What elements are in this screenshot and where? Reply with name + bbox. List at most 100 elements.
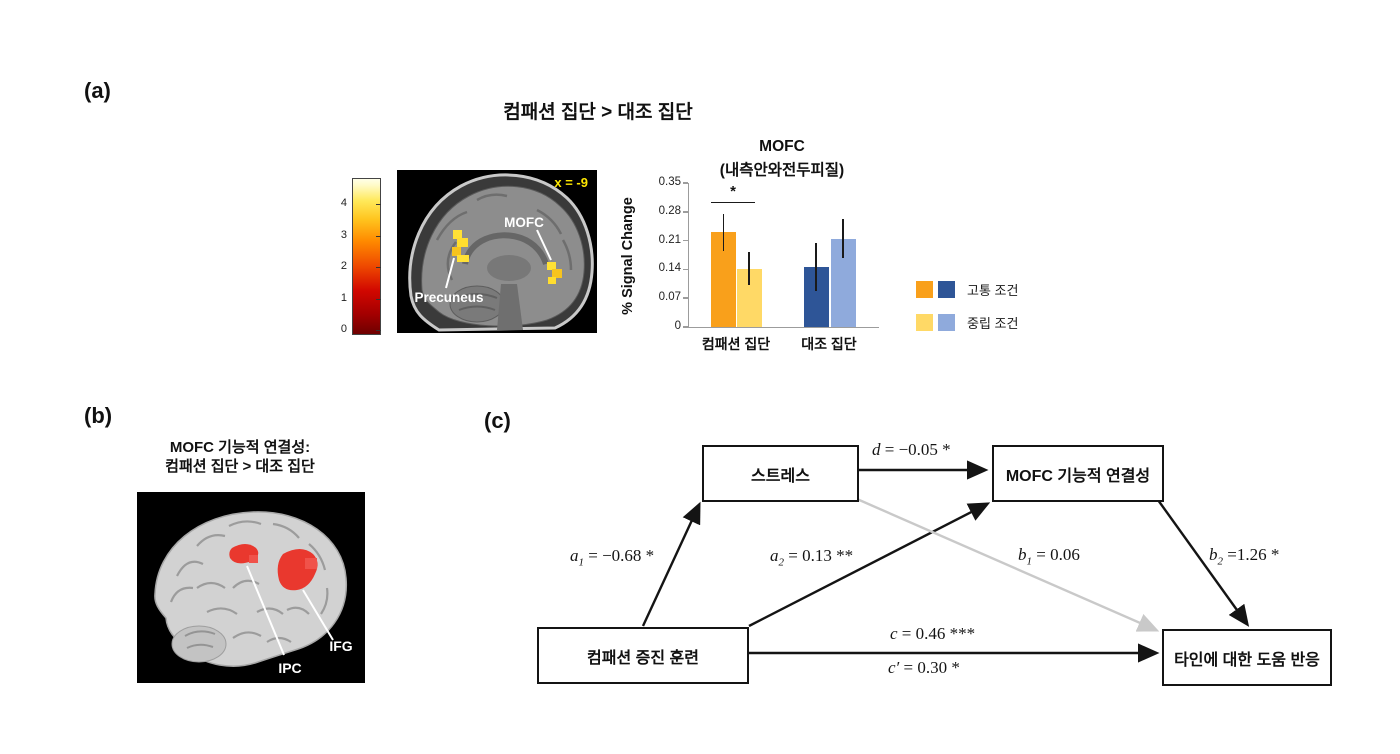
colorbar-tick-mark [376,298,381,300]
panel-c-label: (c) [484,408,511,433]
y-tick-label: 0.07 [658,291,681,304]
panel-b-title: MOFC 기능적 연결성: 컴패션 집단 > 대조 집단 [115,438,365,476]
path-d-value: = −0.05 * [880,440,951,459]
cerebellum-texture [184,630,216,649]
colorbar-tick-label: 2 [340,260,347,272]
path-b1-arrow [856,497,1160,632]
precuneus-region-label: Precuneus [414,290,483,305]
y-tick-mark [683,268,688,271]
chart-title-line1: MOFC [759,138,805,155]
y-tick-label: 0.14 [658,262,681,275]
category-label-compassion: 컴패션 집단 [701,336,771,352]
path-c-prime-value: = 0.30 * [899,658,960,677]
path-d-label: d = −0.05 * [872,440,951,462]
activation-colorbar: 4 3 2 1 0 [341,178,381,335]
chart-title-line2: (내측안와전두피질) [719,162,845,179]
y-tick-mark [683,297,688,299]
mofc-cluster [547,262,562,284]
box-compassion-training: 컴패션 증진 훈련 [537,627,749,684]
colorbar-tick-mark [376,235,381,237]
path-d-var: d [872,440,881,459]
path-b2-value: =1.26 * [1223,545,1280,564]
render-brain-image: IPC IFG [137,492,365,683]
mofc-region-label: MOFC [504,215,544,230]
ifg-region-label: IFG [329,638,352,654]
panel-b-title-line2: 컴패션 집단 > 대조 집단 [165,458,315,475]
colorbar-tick-mark [376,204,381,205]
path-c-label: c = 0.46 *** [890,624,975,646]
path-b2-label: b2 =1.26 * [1209,545,1279,567]
path-b2-var: b [1209,545,1218,564]
path-a2-label: a2 = 0.13 ** [770,546,853,568]
ifg-cluster [277,549,318,591]
error-bar [748,252,750,286]
y-tick-mark [683,182,688,184]
ipc-cluster [229,544,259,564]
error-bar [722,213,725,251]
panel-b-title-line1: MOFC 기능적 연결성: [169,439,311,456]
swatch-pain-control [938,281,955,298]
precuneus-pointer-line [445,257,455,289]
colorbar-tick-label: 3 [340,228,347,241]
legend-label-neutral: 중립 조건 [967,316,1019,331]
path-c-value: = 0.46 *** [897,624,976,643]
chart-legend: 고통 조건 중립 조건 [916,280,1018,346]
path-c-prime-var: c′ [888,658,900,677]
signal-change-chart: * 컴패션 집단 대조 집단 0 0.07 0.14 0.21 0.28 0.35 [659,176,879,352]
y-tick-mark [683,239,688,242]
y-tick-label: 0.35 [658,176,681,188]
path-b1-label: b1 = 0.06 [1018,545,1080,567]
path-a2-var: a [770,546,779,565]
mofc-pointer-line [536,229,552,261]
sulci-texture [169,520,329,643]
path-a1-value: = −0.68 * [584,546,655,565]
brainstem [497,284,523,330]
corpus-callosum [462,232,549,265]
swatch-pain-compassion [916,281,933,298]
y-tick-label: 0.28 [658,204,681,217]
path-a1-label: a1 = −0.68 * [570,546,654,568]
panel-b-label: (b) [84,403,113,428]
error-bar [842,219,844,258]
box-helping-response: 타인에 대한 도움 반응 [1162,629,1332,686]
panel-a-label: (a) [84,78,111,103]
significance-star: * [730,183,736,200]
ifg-pointer-line [302,589,334,641]
path-b1-value: = 0.06 [1032,545,1080,564]
legend-row-pain: 고통 조건 [916,280,1018,299]
y-tick-mark [683,211,688,213]
y-tick-mark [683,326,688,328]
y-tick-label: 0 [674,320,681,332]
cerebellum-texture [456,293,498,311]
path-b1-var: b [1018,545,1027,564]
path-a1-var: a [570,546,579,565]
colorbar-tick-label: 4 [340,197,347,209]
colorbar-tick-label: 0 [340,323,347,335]
colorbar-tick-label: 1 [340,291,347,304]
sulci-texture [435,193,573,281]
swatch-neutral-control [938,314,955,331]
colorbar-tick-mark [376,330,381,331]
path-a2-value: = 0.13 ** [784,546,854,565]
box-mofc-connectivity: MOFC 기능적 연결성 [992,445,1164,502]
legend-label-pain: 고통 조건 [967,283,1019,298]
swatch-neutral-compassion [916,314,933,331]
ipc-pointer-line [246,565,285,656]
slice-coordinate-label: x = -9 [554,175,588,190]
path-a1-sub: 1 [578,556,585,569]
thalamus [487,255,531,281]
path-c-var: c [890,624,898,643]
box-stress: 스트레스 [702,445,859,502]
legend-row-neutral: 중립 조건 [916,313,1018,332]
panel-a-title: 컴패션 집단 > 대조 집단 [503,102,693,123]
y-tick-label: 0.21 [658,233,681,246]
sagittal-brain-image: MOFC Precuneus x = -9 [397,170,597,333]
category-label-control: 대조 집단 [801,336,857,352]
y-axis-label: % Signal Change [620,197,636,315]
path-c-prime-label: c′ = 0.30 * [888,658,960,680]
error-bar [815,243,817,292]
colorbar-tick-mark [376,267,381,268]
significance-bracket [711,202,755,203]
ipc-region-label: IPC [278,660,301,676]
precuneus-cluster [452,230,469,262]
